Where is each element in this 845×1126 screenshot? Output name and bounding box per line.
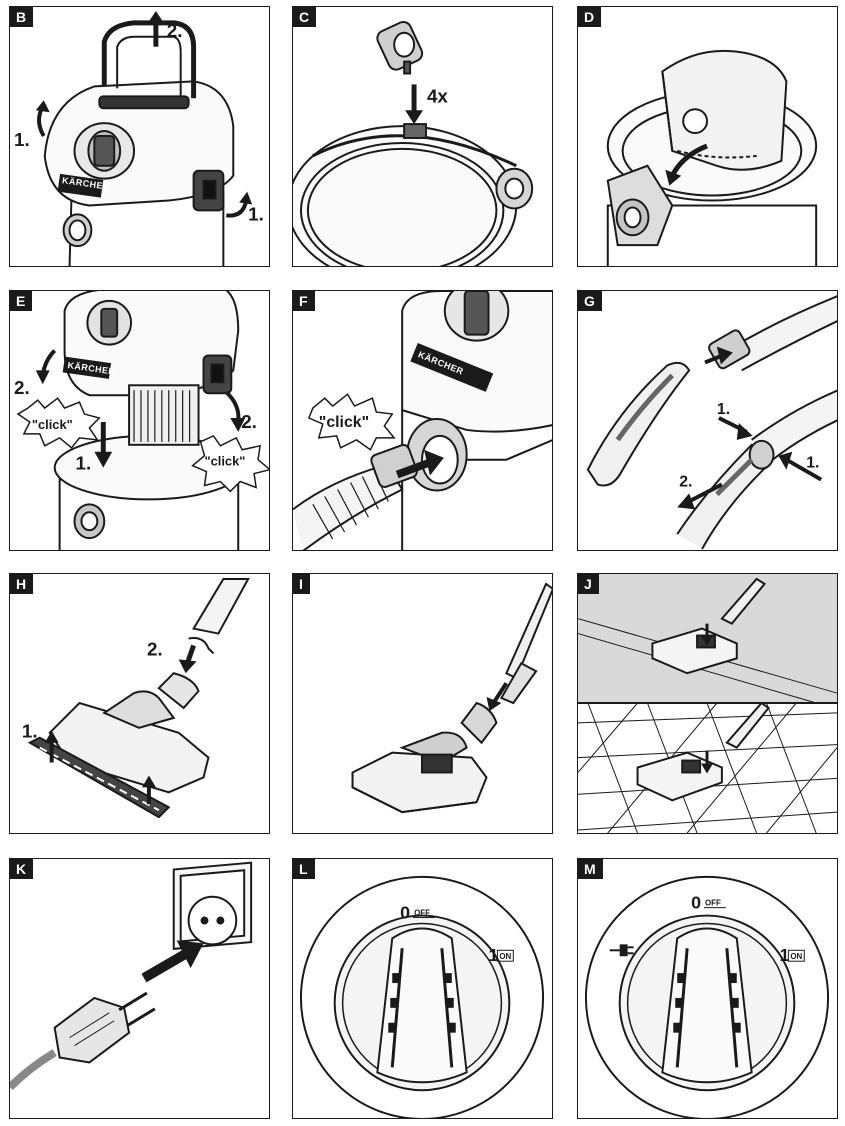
panel-letter: H [10,574,34,594]
panel-m: M 0 OFF 1 ON [577,858,838,1119]
container-clips-illustration: 4x [293,20,534,266]
step-label: 1. [75,453,91,474]
panel-c: C 4x [292,6,553,267]
step-label: 2. [679,473,692,490]
panel-letter: B [10,7,34,27]
power-switch-auto-illustration: 0 OFF 1 ON [584,875,830,1118]
switch-off-label: OFF [705,899,721,908]
panel-i: I [292,573,553,834]
step-label: 2. [167,20,183,41]
hose-connect-illustration: KÄRCHER "click" [293,291,552,550]
panel-g: G 1. 1. 2. [577,290,838,551]
switch-on-number: 1 [488,945,498,965]
plug-in-illustration [10,861,253,1091]
panel-letter: I [293,574,310,594]
filter-bag-insert-illustration [606,49,818,266]
panel-d: D [577,6,838,267]
panel-letter: F [293,291,315,311]
panel-l: L 0 OFF 1 ON [292,858,553,1119]
step-label: 2. [241,411,257,432]
panel-b: B KÄRCHER 2. 1. 1. [9,6,270,267]
step-label: 1. [14,129,30,150]
step-label: 1. [22,721,38,742]
step-label: 2. [147,638,163,659]
panel-k: K [9,858,270,1119]
step-label: 2. [14,377,30,398]
panel-f: F KÄRCHER "click" [292,290,553,551]
panel-j: J [577,573,838,834]
click-label: "click" [319,414,369,431]
step-label: 1. [806,455,819,472]
switch-off-number: 0 [691,893,701,913]
panel-letter: M [578,859,603,879]
floor-nozzle-attach-illustration [351,582,552,814]
filter-mount-illustration: KÄRCHER 2. 2. 1. "click" "click" [14,291,269,550]
floor-nozzle-strip-illustration: 2. 1. [22,577,250,819]
panel-letter: J [578,574,599,594]
vacuum-head-removal-illustration: KÄRCHER 2. 1. 1. [14,10,264,266]
switch-off-number: 0 [400,903,410,923]
panel-letter: K [10,859,34,879]
panel-letter: L [293,859,315,879]
floor-surface-setting-illustration [578,574,837,833]
click-label: "click" [204,454,245,469]
panel-e: E KÄRCHER 2. 2. [9,290,270,551]
switch-off-label: OFF [414,909,430,918]
panel-letter: G [578,291,602,311]
panel-h: H 2. 1. [9,573,270,834]
click-label: "click" [32,417,73,432]
power-switch-off-illustration: 0 OFF 1 ON [299,875,545,1118]
step-label: 1. [717,401,730,418]
handle-connect-illustration: 1. 1. 2. [586,295,837,550]
panel-letter: C [293,7,317,27]
power-plug-icon [609,944,634,957]
step-label: 4x [427,85,448,106]
switch-on-label: ON [499,952,511,961]
switch-on-label: ON [790,952,802,961]
switch-on-number: 1 [779,945,789,965]
panel-letter: D [578,7,602,27]
step-label: 1. [248,203,264,224]
panel-letter: E [10,291,33,311]
